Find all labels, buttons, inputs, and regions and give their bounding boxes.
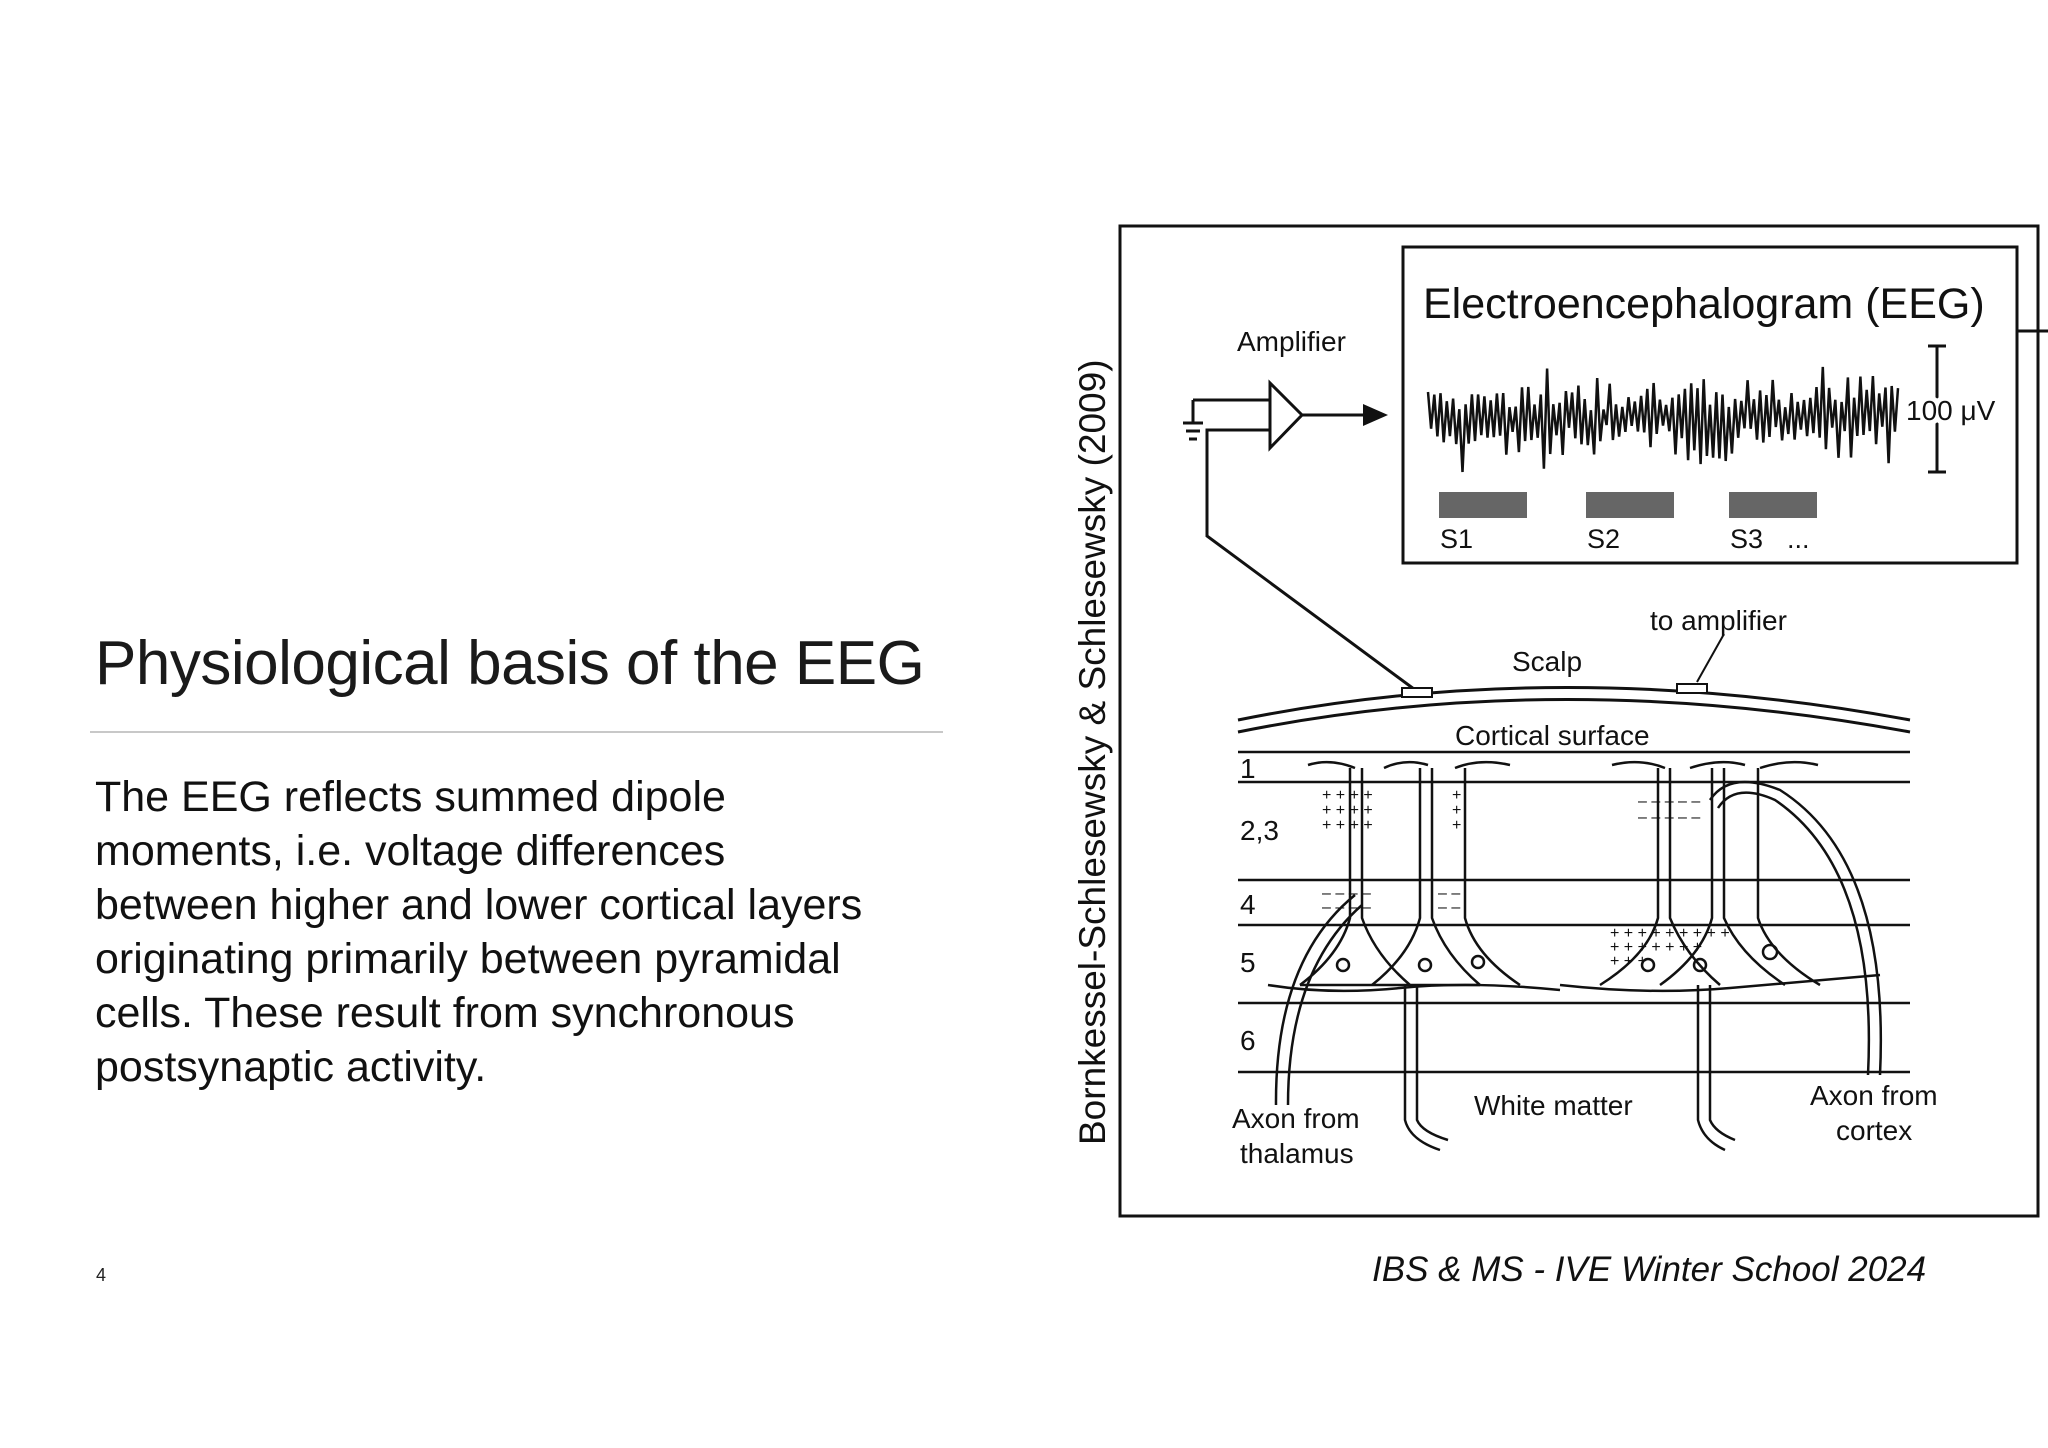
svg-text:+ + +: + + + <box>1610 953 1647 970</box>
stimulus-bar <box>1439 492 1527 518</box>
layer-label: 4 <box>1240 889 1256 920</box>
cortical-surface-label: Cortical surface <box>1455 720 1650 751</box>
svg-text:– – – –: – – – – <box>1322 899 1371 916</box>
svg-text:+ + + +: + + + + <box>1322 787 1373 804</box>
svg-text:+ + + +: + + + + <box>1322 817 1373 834</box>
scale-label: 100 μV <box>1906 395 1996 426</box>
svg-text:+ + + +: + + + + <box>1322 802 1373 819</box>
page-number: 4 <box>96 1265 107 1285</box>
layer-label: 6 <box>1240 1025 1256 1056</box>
pyramidal-cells-right <box>1559 760 1883 1152</box>
stimulus-bar <box>1586 492 1674 518</box>
title-divider <box>90 731 943 733</box>
electrode <box>1401 687 1433 698</box>
svg-text:+: + <box>1452 787 1461 804</box>
amplifier-icon <box>1183 379 1419 694</box>
body-line: The EEG reflects summed dipole <box>95 773 726 821</box>
body-line: cells. These result from synchronous <box>95 989 795 1037</box>
axon-cortex-label: Axon from <box>1810 1080 1938 1111</box>
slide-body-text: The EEG reflects summed dipole moments, … <box>95 770 955 1094</box>
lead-line <box>1696 633 1725 683</box>
layer-label: 5 <box>1240 947 1256 978</box>
figure-credit: Bornkessel-Schlesewsky & Schlesewsky (20… <box>1072 359 1113 1145</box>
svg-text:– – – – –: – – – – – <box>1638 809 1700 826</box>
stimulus-label: S3 <box>1730 524 1763 554</box>
body-line: postsynaptic activity. <box>95 1043 487 1091</box>
body-line: originating primarily between pyramidal <box>95 935 841 983</box>
eeg-title: Electroencephalogram (EEG) <box>1423 280 1985 328</box>
charge-markers: + + + + + + + + + + + + +++ – – – – – – … <box>1322 787 1730 970</box>
stimulus-bar <box>1729 492 1817 518</box>
svg-text:– –: – – <box>1438 885 1460 902</box>
scalp-label: Scalp <box>1512 646 1582 677</box>
slide-title: Physiological basis of the EEG <box>95 629 925 698</box>
svg-text:– – – –: – – – – <box>1322 885 1371 902</box>
svg-text:+ + + + + + +: + + + + + + + <box>1610 939 1702 956</box>
body-line: between higher and lower cortical layers <box>95 881 863 929</box>
eeg-trace <box>1426 366 1900 473</box>
scale-label: 100 μV <box>1906 395 1996 426</box>
stimulus-label: S2 <box>1587 524 1620 554</box>
svg-text:+: + <box>1452 802 1461 819</box>
axon-thalamus-label: Axon from <box>1232 1103 1360 1134</box>
layer-label: 1 <box>1240 753 1256 784</box>
scalp-surface <box>1237 686 1911 734</box>
stimulus-ellipsis: ... <box>1787 524 1810 554</box>
axon-cortex-label: cortex <box>1836 1115 1912 1146</box>
to-amplifier-label: to amplifier <box>1650 605 1787 636</box>
svg-text:+: + <box>1452 817 1461 834</box>
eeg-panel <box>1401 245 2019 565</box>
electrode <box>1676 683 1708 694</box>
body-line: moments, i.e. voltage differences <box>95 827 726 875</box>
axon-thalamus-label: thalamus <box>1240 1138 1354 1169</box>
arrow-icon <box>1363 404 1388 426</box>
layer-label: 2,3 <box>1240 815 1279 846</box>
amplifier-label: Amplifier <box>1237 326 1346 357</box>
svg-text:– – – – –: – – – – – <box>1638 793 1700 810</box>
svg-text:– –: – – <box>1438 899 1460 916</box>
scale-bar <box>1928 344 1946 474</box>
pyramidal-cells-left <box>1267 760 1561 1152</box>
white-matter-label: White matter <box>1474 1090 1633 1121</box>
figure-frame <box>1118 224 2040 1218</box>
svg-text:+ + + + + + + + +: + + + + + + + + + <box>1610 925 1730 942</box>
stimulus-label: S1 <box>1440 524 1473 554</box>
footer-text: IBS & MS - IVE Winter School 2024 <box>1372 1250 1927 1289</box>
